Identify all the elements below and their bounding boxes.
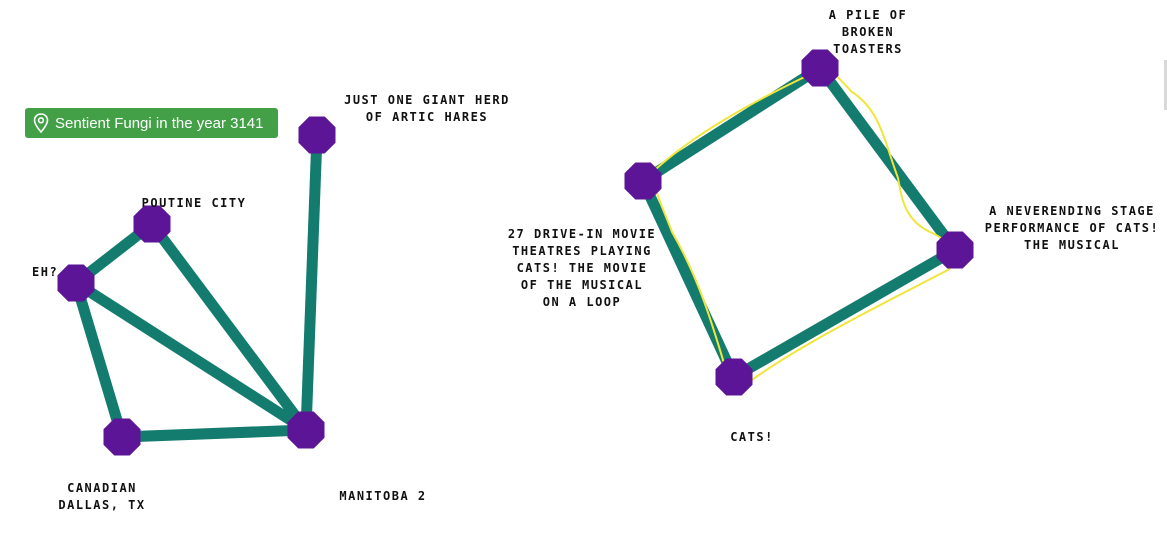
edge-poutine-manitoba[interactable] xyxy=(146,218,312,436)
edge-eh-dallas[interactable] xyxy=(70,277,128,443)
node-label-line: OF ARTIC HARES xyxy=(366,110,488,124)
node-label-line: EH? xyxy=(32,265,58,279)
edges-layer xyxy=(70,62,961,443)
node-label-hares: JUST ONE GIANT HERD OF ARTIC HARES xyxy=(344,93,510,124)
node-label-line: CATS! THE MOVIE xyxy=(517,261,648,275)
scroll-edge xyxy=(1164,60,1167,110)
node-label-line: CANADIAN xyxy=(67,481,137,495)
node-label-line: THEATRES PLAYING xyxy=(512,244,652,258)
node-drivein[interactable] xyxy=(624,162,662,200)
node-label-line: BROKEN xyxy=(842,25,894,39)
node-stage[interactable] xyxy=(936,231,974,269)
edge-stage-cats[interactable] xyxy=(728,244,961,383)
node-label-line: PERFORMANCE OF CATS! xyxy=(985,221,1160,235)
node-label-dallas: CANADIAN DALLAS, TX xyxy=(58,481,145,512)
node-poutine[interactable] xyxy=(133,205,171,243)
edge-toasters-drivein[interactable] xyxy=(637,62,826,187)
node-label-toasters: A PILE OF BROKEN TOASTERS xyxy=(829,8,908,56)
node-label-line: OF THE MUSICAL xyxy=(521,278,643,292)
location-badge[interactable]: Sentient Fungi in the year 3141 xyxy=(25,108,278,138)
node-label-line: TOASTERS xyxy=(833,42,903,56)
node-label-line: DALLAS, TX xyxy=(58,498,145,512)
node-label-stage: A NEVERENDING STAGE PERFORMANCE OF CATS! T… xyxy=(985,204,1160,252)
node-label-line: ON A LOOP xyxy=(543,295,622,309)
node-label-eh: EH? xyxy=(32,265,58,279)
node-hares[interactable] xyxy=(298,116,336,154)
node-toasters[interactable] xyxy=(801,49,839,87)
nodes-layer xyxy=(57,49,974,456)
node-manitoba[interactable] xyxy=(287,411,325,449)
map-pin-icon xyxy=(33,113,49,133)
node-label-line: POUTINE CITY xyxy=(142,196,247,210)
node-label-line: 27 DRIVE-IN MOVIE xyxy=(508,227,656,241)
node-label-line: JUST ONE GIANT HERD xyxy=(344,93,510,107)
node-label-line: A PILE OF xyxy=(829,8,908,22)
node-label-drivein: 27 DRIVE-IN MOVIE THEATRES PLAYING CATS! T… xyxy=(508,227,656,309)
labels-layer: JUST ONE GIANT HERD OF ARTIC HARES POUTINE… xyxy=(32,8,1160,512)
node-label-manitoba: MANITOBA 2 xyxy=(339,489,426,503)
node-label-line: MANITOBA 2 xyxy=(339,489,426,503)
node-label-line: CATS! xyxy=(730,430,774,444)
location-badge-label: Sentient Fungi in the year 3141 xyxy=(55,114,264,132)
node-label-cats: CATS! xyxy=(730,430,774,444)
node-label-poutine: POUTINE CITY xyxy=(142,196,247,210)
edge-drivein-cats[interactable] xyxy=(637,175,740,383)
node-label-line: THE MUSICAL xyxy=(1024,238,1120,252)
edge-dallas-manitoba[interactable] xyxy=(116,424,312,443)
node-cats[interactable] xyxy=(715,358,753,396)
node-label-line: A NEVERENDING STAGE xyxy=(989,204,1155,218)
edge-toasters-stage[interactable] xyxy=(814,62,961,256)
node-dallas[interactable] xyxy=(103,418,141,456)
edge-eh-manitoba[interactable] xyxy=(70,277,312,436)
edge-hares-manitoba[interactable] xyxy=(300,129,323,436)
node-eh[interactable] xyxy=(57,264,95,302)
